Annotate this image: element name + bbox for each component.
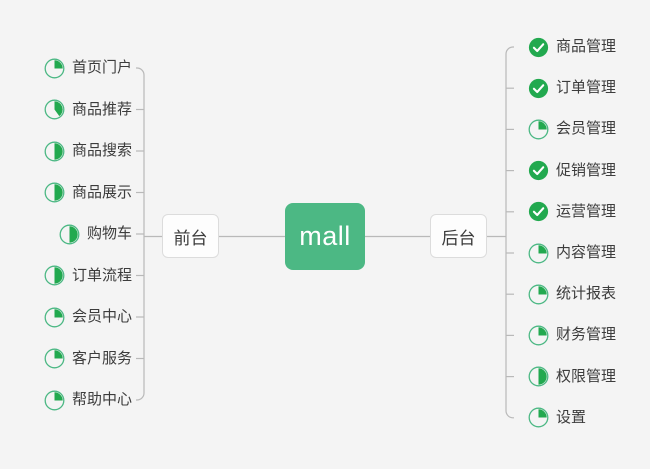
leaf-item-backend-4[interactable]: 运营管理 [528, 199, 616, 225]
pie-progress-icon [528, 325, 549, 346]
pie-progress-icon [528, 284, 549, 305]
leaf-item-label: 购物车 [86, 225, 132, 242]
leaf-item-label: 会员管理 [556, 120, 617, 138]
leaf-item-label: 帮助中心 [71, 391, 132, 408]
leaf-item-label: 商品管理 [556, 38, 617, 55]
pie-progress-icon [44, 182, 65, 203]
pie-progress-icon [528, 119, 549, 140]
pie-progress-icon [44, 348, 65, 369]
leaf-item-label: 运营管理 [556, 202, 617, 220]
leaf-item-backend-5[interactable]: 内容管理 [528, 240, 616, 266]
leaf-item-label: 商品搜索 [71, 142, 132, 159]
leaf-item-frontend-7[interactable]: 客户服务 [44, 346, 132, 372]
leaf-item-label: 订单流程 [71, 266, 132, 284]
pie-progress-icon [528, 366, 549, 387]
leaf-item-frontend-1[interactable]: 商品推荐 [44, 97, 132, 123]
leaf-item-label: 商品展示 [71, 183, 132, 201]
check-circle-icon [528, 201, 549, 222]
leaf-item-label: 权限管理 [556, 367, 617, 385]
leaf-item-label: 统计报表 [556, 285, 617, 303]
check-circle-icon [528, 160, 549, 181]
branch-node-backend-label: 后台 [441, 228, 476, 248]
pie-progress-icon [59, 224, 80, 245]
pie-progress-icon [44, 307, 65, 328]
leaf-item-label: 财务管理 [556, 326, 617, 344]
check-circle-icon [528, 78, 549, 99]
leaf-item-backend-8[interactable]: 权限管理 [528, 364, 616, 390]
pie-progress-icon [528, 407, 549, 428]
pie-progress-icon [44, 99, 65, 120]
branch-node-backend[interactable]: 后台 [430, 214, 487, 258]
leaf-item-label: 内容管理 [556, 244, 617, 261]
leaf-item-backend-3[interactable]: 促销管理 [528, 158, 616, 184]
leaf-item-label: 设置 [556, 408, 587, 426]
pie-progress-icon [528, 243, 549, 264]
leaf-item-label: 首页门户 [71, 59, 132, 76]
branch-node-frontend[interactable]: 前台 [162, 214, 219, 258]
leaf-item-label: 商品推荐 [71, 100, 132, 118]
leaf-item-frontend-0[interactable]: 首页门户 [44, 55, 132, 81]
leaf-item-label: 订单管理 [556, 79, 617, 97]
check-circle-icon [528, 37, 549, 58]
root-node-mall[interactable]: mall [285, 203, 365, 270]
leaf-item-label: 促销管理 [556, 161, 617, 179]
pie-progress-icon [44, 265, 65, 286]
leaf-item-backend-0[interactable]: 商品管理 [528, 34, 616, 60]
leaf-item-backend-6[interactable]: 统计报表 [528, 281, 616, 307]
leaf-item-backend-7[interactable]: 财务管理 [528, 322, 616, 348]
leaf-item-backend-2[interactable]: 会员管理 [528, 116, 616, 142]
leaf-item-backend-9[interactable]: 设置 [528, 405, 586, 431]
leaf-item-frontend-5[interactable]: 订单流程 [44, 263, 132, 289]
leaf-item-frontend-4[interactable]: 购物车 [59, 221, 132, 247]
leaf-item-frontend-8[interactable]: 帮助中心 [44, 387, 132, 413]
leaf-item-label: 客户服务 [71, 349, 132, 367]
branch-node-frontend-label: 前台 [173, 228, 208, 248]
leaf-item-frontend-6[interactable]: 会员中心 [44, 304, 132, 330]
pie-progress-icon [44, 390, 65, 411]
leaf-item-backend-1[interactable]: 订单管理 [528, 75, 616, 101]
root-node-label: mall [299, 221, 351, 251]
pie-progress-icon [44, 141, 65, 162]
leaf-item-frontend-3[interactable]: 商品展示 [44, 180, 132, 206]
pie-progress-icon [44, 58, 65, 79]
leaf-item-label: 会员中心 [71, 308, 132, 325]
leaf-item-frontend-2[interactable]: 商品搜索 [44, 138, 132, 164]
